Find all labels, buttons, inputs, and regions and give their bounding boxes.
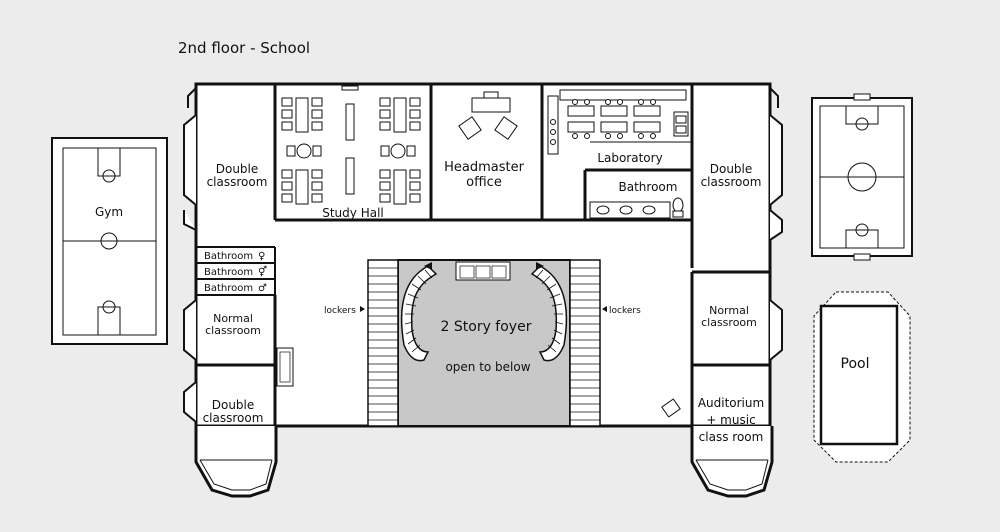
lockers-left-label: lockers <box>324 306 356 316</box>
stair-right <box>530 259 601 427</box>
double-classroom-nw-label-1: Double <box>216 162 259 176</box>
double-classroom-nw-label-2: classroom <box>207 175 268 189</box>
female-icon: ♀ <box>258 251 265 262</box>
bathroom-female-label: Bathroom <box>204 251 253 262</box>
male-icon: ♂ <box>258 283 267 294</box>
soccer-field <box>811 93 913 261</box>
normal-classroom-e-label-1: Normal <box>709 304 749 317</box>
foyer-void <box>397 259 571 427</box>
gym-label: Gym <box>95 205 123 219</box>
auditorium-chair <box>661 398 681 418</box>
lockers-left-arrow-icon <box>360 306 365 312</box>
normal-classroom-e-label-2: classroom <box>701 316 757 329</box>
gym-building: Gym <box>51 137 168 345</box>
bathroom-unisex-label: Bathroom <box>204 267 253 278</box>
study-hall-furniture <box>281 85 421 205</box>
double-classroom-sw-label-2: classroom <box>203 411 264 425</box>
lockers-right-label: lockers <box>609 306 641 316</box>
headmaster-office-label-2: office <box>466 175 502 190</box>
bathroom-fixtures <box>589 197 684 219</box>
main-building: Double classroom Study Hall Headmaster o… <box>183 82 783 498</box>
double-classroom-sw-label-1: Double <box>212 398 255 412</box>
laboratory-furniture <box>547 89 689 155</box>
auditorium-label-2: + music <box>706 413 755 427</box>
double-classroom-ne-label-2: classroom <box>701 175 762 189</box>
pool: Pool <box>813 291 911 463</box>
stair-left <box>367 259 438 427</box>
laboratory-label: Laboratory <box>597 151 662 165</box>
bathroom-male-label: Bathroom <box>204 283 253 294</box>
foyer-sofa <box>455 261 511 281</box>
auditorium-label-1: Auditorium <box>698 396 764 410</box>
foyer-label-1: 2 Story foyer <box>441 319 532 335</box>
headmaster-office-label-1: Headmaster <box>444 160 524 175</box>
floor-title: 2nd floor - School <box>178 39 310 57</box>
normal-classroom-w-label-1: Normal <box>213 312 253 325</box>
headmaster-furniture <box>458 91 518 140</box>
normal-classroom-w-label-2: classroom <box>205 324 261 337</box>
double-classroom-ne-label-1: Double <box>710 162 753 176</box>
bathroom-lab-label: Bathroom <box>619 180 678 194</box>
corridor-sofa <box>276 347 294 387</box>
lockers-right-arrow-icon <box>602 306 607 312</box>
auditorium-label-3: class room <box>699 430 764 444</box>
unisex-icon: ⚥ <box>258 266 267 278</box>
study-hall-label: Study Hall <box>322 206 384 220</box>
pool-label: Pool <box>841 356 870 372</box>
foyer-label-2: open to below <box>445 360 530 374</box>
